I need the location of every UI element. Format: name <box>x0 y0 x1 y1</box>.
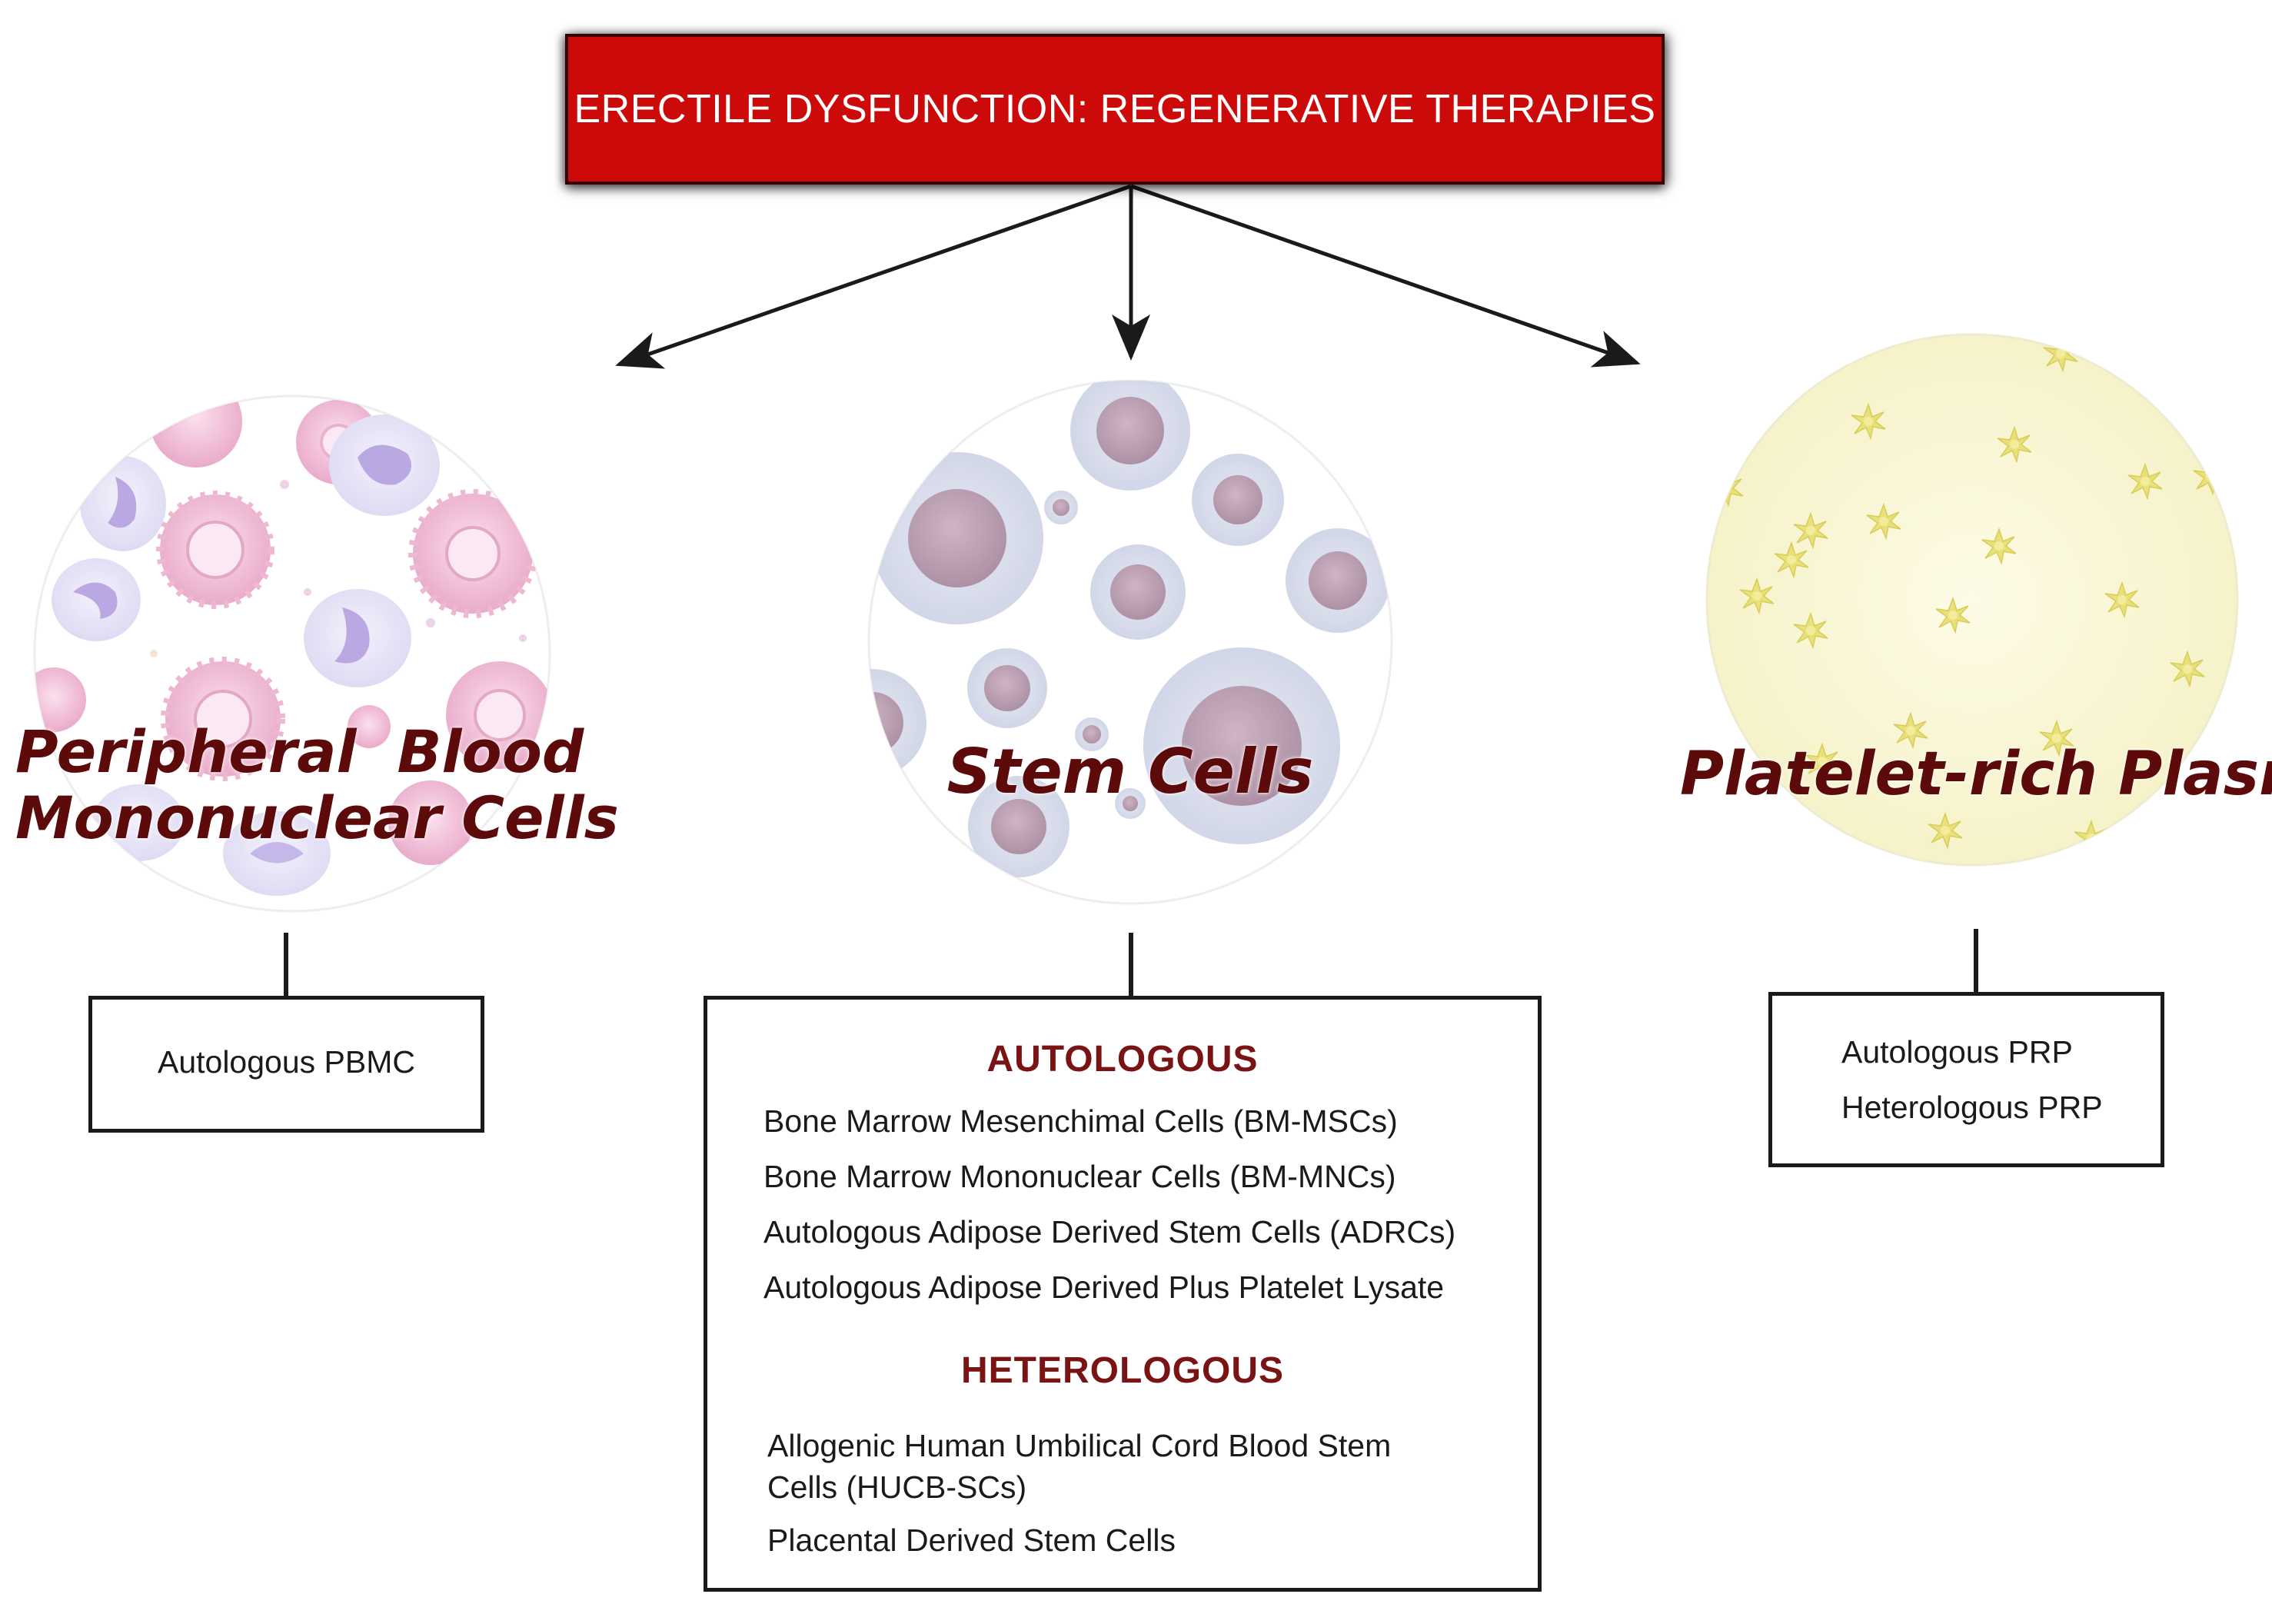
stem-cells-label: Stem Cells <box>861 737 1399 807</box>
autologous-item-1: Bone Marrow Mesenchimal Cells (BM-MSCs) <box>763 1103 1398 1139</box>
pbmc-label-line-2: Mononuclear Cells <box>15 784 619 852</box>
autologous-item-3: Autologous Adipose Derived Stem Cells (A… <box>763 1214 1456 1250</box>
arrow-to-pbmc <box>615 184 1132 369</box>
autologous-item-4: Autologous Adipose Derived Plus Platelet… <box>763 1270 1445 1305</box>
header-banner: ERECTILE DYSFUNCTION: REGENERATIVE THERA… <box>565 34 1665 185</box>
pbmc-label: Peripheral Blood Mononuclear Cells <box>15 717 619 852</box>
mononuclear-cells-illustration <box>33 394 551 913</box>
pbmc-item: Autologous PBMC <box>157 1044 415 1080</box>
heterologous-heading: HETEROLOGOUS <box>960 1350 1285 1391</box>
stem-cells-info-box: AUTOLOGOUS Bone Marrow Mesenchimal Cells… <box>704 996 1542 1592</box>
arrow-to-prp <box>1130 184 1641 368</box>
autologous-heading: AUTOLOGOUS <box>986 1039 1259 1080</box>
prp-item-1: Autologous PRP <box>1841 1034 2073 1070</box>
stem-cells-illustration <box>867 379 1393 905</box>
autologous-item-2: Bone Marrow Mononuclear Cells (BM-MNCs) <box>763 1159 1396 1194</box>
pbmc-info-box: Autologous PBMC <box>88 996 484 1133</box>
pbmc-label-line-1: Peripheral Blood <box>15 717 584 786</box>
prp-item-2: Heterologous PRP <box>1841 1090 2103 1125</box>
prp-label: Platelet-rich Plasma <box>1680 740 2272 809</box>
heterologous-item-1: Allogenic Human Umbilical Cord Blood Ste… <box>767 1428 1392 1505</box>
platelet-plasma-illustration <box>1705 333 2239 867</box>
stem-cells-label-text: Stem Cells <box>946 736 1314 807</box>
prp-info-box: Autologous PRP Heterologous PRP <box>1768 992 2164 1167</box>
heterologous-item-2: Placental Derived Stem Cells <box>767 1522 1176 1558</box>
header-title: ERECTILE DYSFUNCTION: REGENERATIVE THERA… <box>574 87 1656 131</box>
prp-label-text: Platelet-rich Plasma <box>1680 740 2272 809</box>
